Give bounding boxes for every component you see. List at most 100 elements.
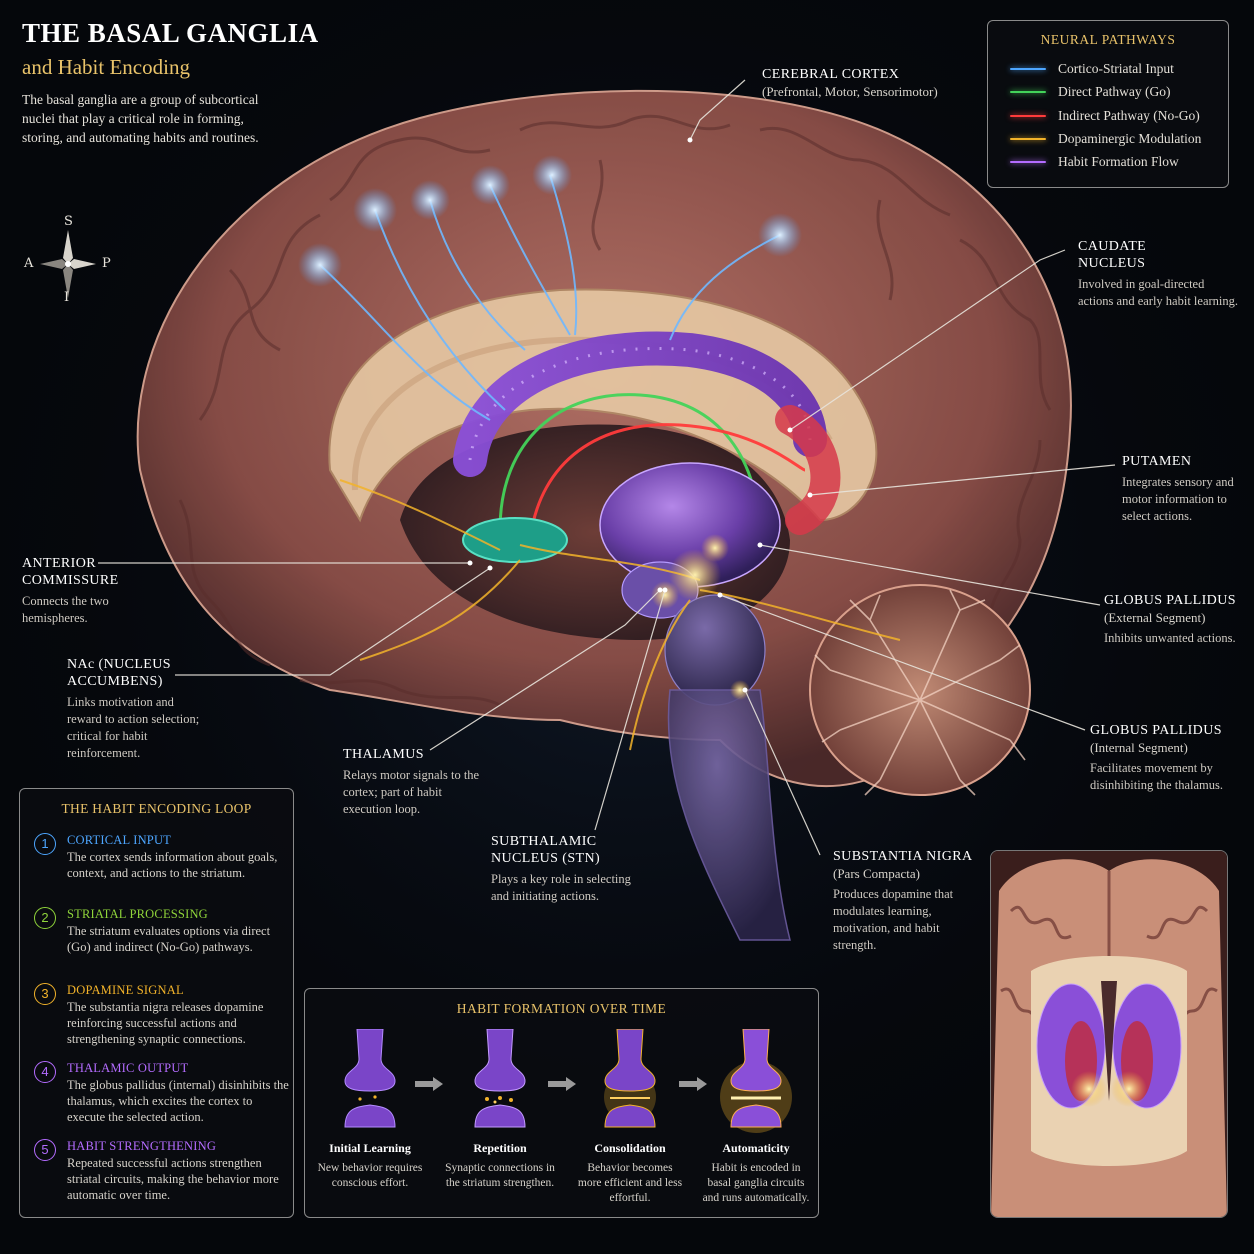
label-desc: Produces dopamine that modulates learnin… [833, 887, 954, 952]
synapse-icon [720, 1028, 792, 1133]
label-caudate-nucleus: CAUDATE NUCLEUS Involved in goal-directe… [1078, 238, 1238, 310]
stage-name: Repetition [473, 1141, 527, 1155]
label-nucleus-accumbens: NAc (NUCLEUS ACCUMBENS) Links motivation… [67, 656, 207, 762]
compass-rose-icon [40, 230, 96, 298]
label-anterior-commissure: ANTERIOR COMMISSURE Connects the two hem… [22, 555, 152, 627]
label-sub: (External Segment) [1104, 610, 1206, 625]
label-heading: THALAMUS [343, 747, 424, 762]
coronal-brain-image [991, 851, 1227, 1217]
label-cerebral-cortex: CEREBRAL CORTEX (Prefrontal, Motor, Sens… [762, 66, 942, 100]
step-text: The substantia nigra releases dopamine r… [67, 1000, 264, 1046]
stage-desc: Habit is encoded in basal ganglia circui… [702, 1162, 810, 1204]
label-heading: ANTERIOR [22, 556, 96, 571]
stage-desc: New behavior requires conscious effort. [317, 1162, 423, 1189]
compass-s: S [64, 214, 73, 229]
habit-encoding-loop-panel: THE HABIT ENCODING LOOP 1 CORTICAL INPUT… [19, 788, 294, 1218]
step-text: The cortex sends information about goals… [67, 850, 278, 880]
legend-label: Direct Pathway (Go) [1058, 84, 1171, 99]
label-heading: NUCLEUS (STN) [491, 851, 601, 866]
formation-stage: Automaticity Habit is encoded in basal g… [701, 1028, 811, 1204]
label-desc: Involved in goal-directed actions and ea… [1078, 277, 1239, 308]
label-globus-pallidus-external: GLOBUS PALLIDUS (External Segment) Inhib… [1104, 592, 1252, 647]
compass-p: P [102, 256, 111, 271]
legend-swatch [1010, 138, 1046, 140]
neural-pathways-legend: NEURAL PATHWAYS Cortico-Striatal Input D… [987, 20, 1229, 188]
step-text: The striatum evaluates options via direc… [67, 924, 271, 954]
legend-swatch [1010, 91, 1046, 93]
compass-a: A [24, 256, 34, 271]
synapse-icon [604, 1028, 656, 1128]
label-desc: Links motivation and reward to action se… [67, 695, 200, 760]
label-thalamus: THALAMUS Relays motor signals to the cor… [343, 746, 483, 818]
legend-label: Indirect Pathway (No-Go) [1058, 108, 1200, 123]
legend-title: NEURAL PATHWAYS [1040, 32, 1176, 47]
legend-swatch [1010, 161, 1046, 163]
compass-i: I [64, 290, 70, 305]
formation-stage: Consolidation Behavior becomes more effi… [575, 1028, 685, 1204]
legend-item: Dopaminergic Modulation [1010, 131, 1201, 147]
label-desc: Connects the two hemispheres. [22, 594, 109, 625]
step-title: CORTICAL INPUT [67, 833, 172, 847]
label-heading: ACCUMBENS) [67, 674, 163, 689]
arrow-right-icon [415, 1077, 443, 1091]
label-desc: Inhibits unwanted actions. [1104, 631, 1236, 645]
label-desc: Plays a key role in selecting and initia… [491, 872, 631, 903]
stage-desc: Behavior becomes more efficient and less… [577, 1162, 683, 1204]
synapse-icon [344, 1028, 396, 1128]
legend-item: Direct Pathway (Go) [1010, 84, 1170, 100]
label-heading: GLOBUS PALLIDUS [1104, 593, 1236, 608]
legend-item: Indirect Pathway (No-Go) [1010, 108, 1200, 124]
label-desc: Relays motor signals to the cortex; part… [343, 768, 480, 816]
page-title: THE BASAL GANGLIA [22, 18, 319, 48]
label-heading: GLOBUS PALLIDUS [1090, 723, 1222, 738]
intro-text: The basal ganglia are a group of subcort… [22, 92, 259, 145]
label-sub: (Pars Compacta) [833, 866, 921, 881]
stage-name: Automaticity [722, 1141, 790, 1155]
legend-label: Habit Formation Flow [1058, 154, 1179, 169]
legend-swatch [1010, 115, 1046, 117]
legend-item: Cortico-Striatal Input [1010, 61, 1174, 77]
label-sub: (Internal Segment) [1090, 740, 1188, 755]
label-heading: CAUDATE [1078, 239, 1147, 254]
label-heading: PUTAMEN [1122, 454, 1192, 469]
label-subthalamic-nucleus: SUBTHALAMIC NUCLEUS (STN) Plays a key ro… [491, 833, 631, 905]
formation-stage: Repetition Synaptic connections in the s… [445, 1028, 555, 1189]
formation-title: HABIT FORMATION OVER TIME [456, 1001, 667, 1016]
legend-label: Dopaminergic Modulation [1058, 131, 1202, 146]
step-title: STRIATAL PROCESSING [67, 907, 208, 921]
legend-swatch [1010, 68, 1046, 70]
label-heading: NAc (NUCLEUS [67, 657, 171, 672]
stage-name: Consolidation [594, 1141, 666, 1155]
label-heading: COMMISSURE [22, 573, 119, 588]
step-title: THALAMIC OUTPUT [67, 1061, 189, 1075]
label-heading: NUCLEUS [1078, 256, 1146, 271]
stage-name: Initial Learning [329, 1141, 411, 1155]
stage-desc: Synaptic connections in the striatum str… [445, 1162, 555, 1189]
label-heading: SUBTHALAMIC [491, 834, 597, 849]
page-subtitle: and Habit Encoding [22, 55, 190, 79]
legend-item: Habit Formation Flow [1010, 154, 1179, 170]
arrow-right-icon [548, 1077, 576, 1091]
orientation-compass: S I A P [22, 214, 122, 308]
label-desc: Facilitates movement by disinhibiting th… [1090, 761, 1223, 792]
step-text: Repeated successful actions strengthen s… [67, 1156, 279, 1202]
formation-stage: Initial Learning New behavior requires c… [315, 1028, 425, 1189]
label-globus-pallidus-internal: GLOBUS PALLIDUS (Internal Segment) Facil… [1090, 722, 1240, 794]
synapse-icon [474, 1028, 526, 1128]
step-number: 1 [34, 833, 56, 855]
step-text: The globus pallidus (internal) disinhibi… [67, 1078, 289, 1124]
legend-label: Cortico-Striatal Input [1058, 61, 1174, 76]
label-sub: (Prefrontal, Motor, Sensorimotor) [762, 84, 938, 99]
step-number: 4 [34, 1061, 56, 1083]
arrow-right-icon [679, 1077, 707, 1091]
loop-title: THE HABIT ENCODING LOOP [61, 801, 252, 816]
label-putamen: PUTAMEN Integrates sensory and motor inf… [1122, 453, 1250, 525]
step-title: DOPAMINE SIGNAL [67, 983, 184, 997]
step-number: 5 [34, 1139, 56, 1161]
label-heading: SUBSTANTIA NIGRA [833, 849, 973, 864]
step-number: 2 [34, 907, 56, 929]
label-heading: CEREBRAL CORTEX [762, 67, 900, 82]
label-substantia-nigra: SUBSTANTIA NIGRA (Pars Compacta) Produce… [833, 848, 983, 954]
coronal-section-inset [990, 850, 1228, 1218]
